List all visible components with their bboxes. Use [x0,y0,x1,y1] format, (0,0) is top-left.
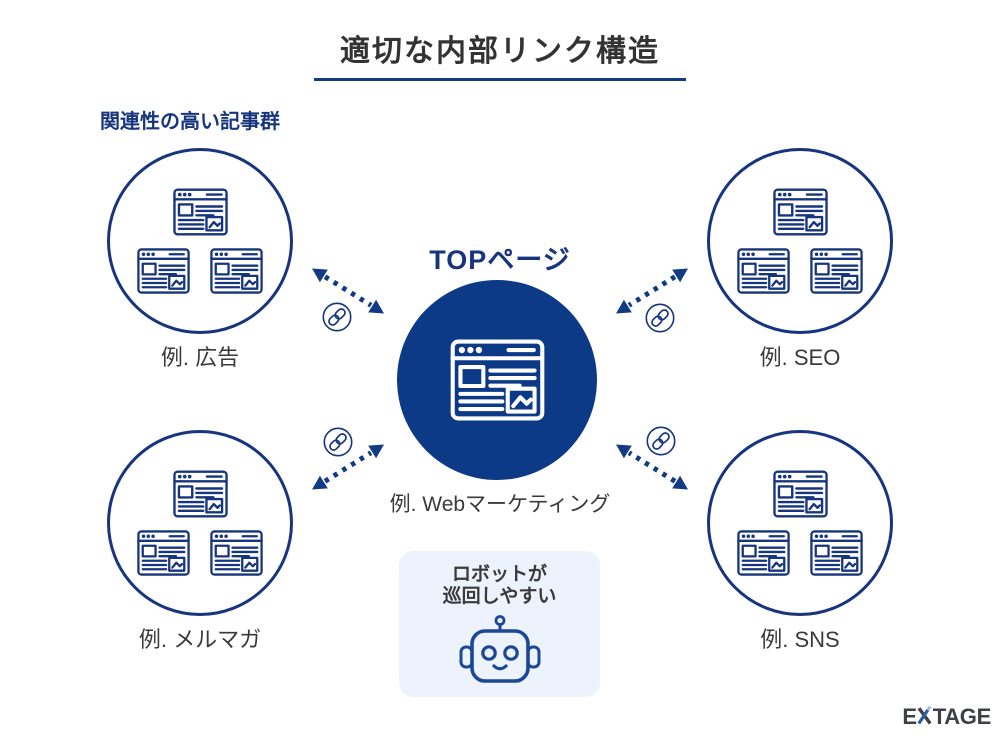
crawler-note-line2: 巡回しやすい [442,586,557,607]
node-mailmagazine: 例. メルマガ [107,430,293,654]
node-label: 例. メルマガ [138,627,262,652]
title-underline [314,78,686,81]
logo-text-right: TAGE [932,704,992,729]
webpage-icon [772,188,828,236]
webpage-icon-row [737,530,863,576]
extage-logo: E TAGE [902,706,991,728]
center-top-label: TOPページ [429,245,571,275]
page-title: 適切な内部リンク構造 [340,35,660,68]
article-group-circle [707,430,893,616]
webpage-icon [210,530,263,576]
chain-link-icon [645,303,675,333]
center-bottom-label: 例. Webマーケティング [389,493,611,516]
webpage-icon [137,530,190,576]
node-ads: 例. 広告 [107,148,293,372]
crawler-note-box: ロボットが 巡回しやすい [399,551,600,697]
node-label: 例. SNS [760,627,840,652]
article-group-circle [707,148,893,334]
chain-link-icon [646,426,676,456]
webpage-icon [450,339,545,421]
cluster-label: 関連性の高い記事群 [100,111,280,133]
node-sns: 例. SNS [707,430,893,654]
top-page-circle [397,280,597,480]
webpage-icon-row [137,530,263,576]
node-label: 例. 広告 [160,345,240,370]
webpage-icon [810,530,863,576]
article-group-circle [107,148,293,334]
node-seo: 例. SEO [707,148,893,372]
article-group-circle [107,430,293,616]
chain-link-icon [323,427,353,457]
chain-link-icon [322,302,352,332]
robot-icon [459,615,540,683]
webpage-icon [737,530,790,576]
crawler-note-line1: ロボットが [451,564,547,585]
webpage-icon [172,188,228,236]
node-label: 例. SEO [759,345,841,370]
logo-x-icon [917,706,932,725]
logo-text-left: E [902,704,917,729]
